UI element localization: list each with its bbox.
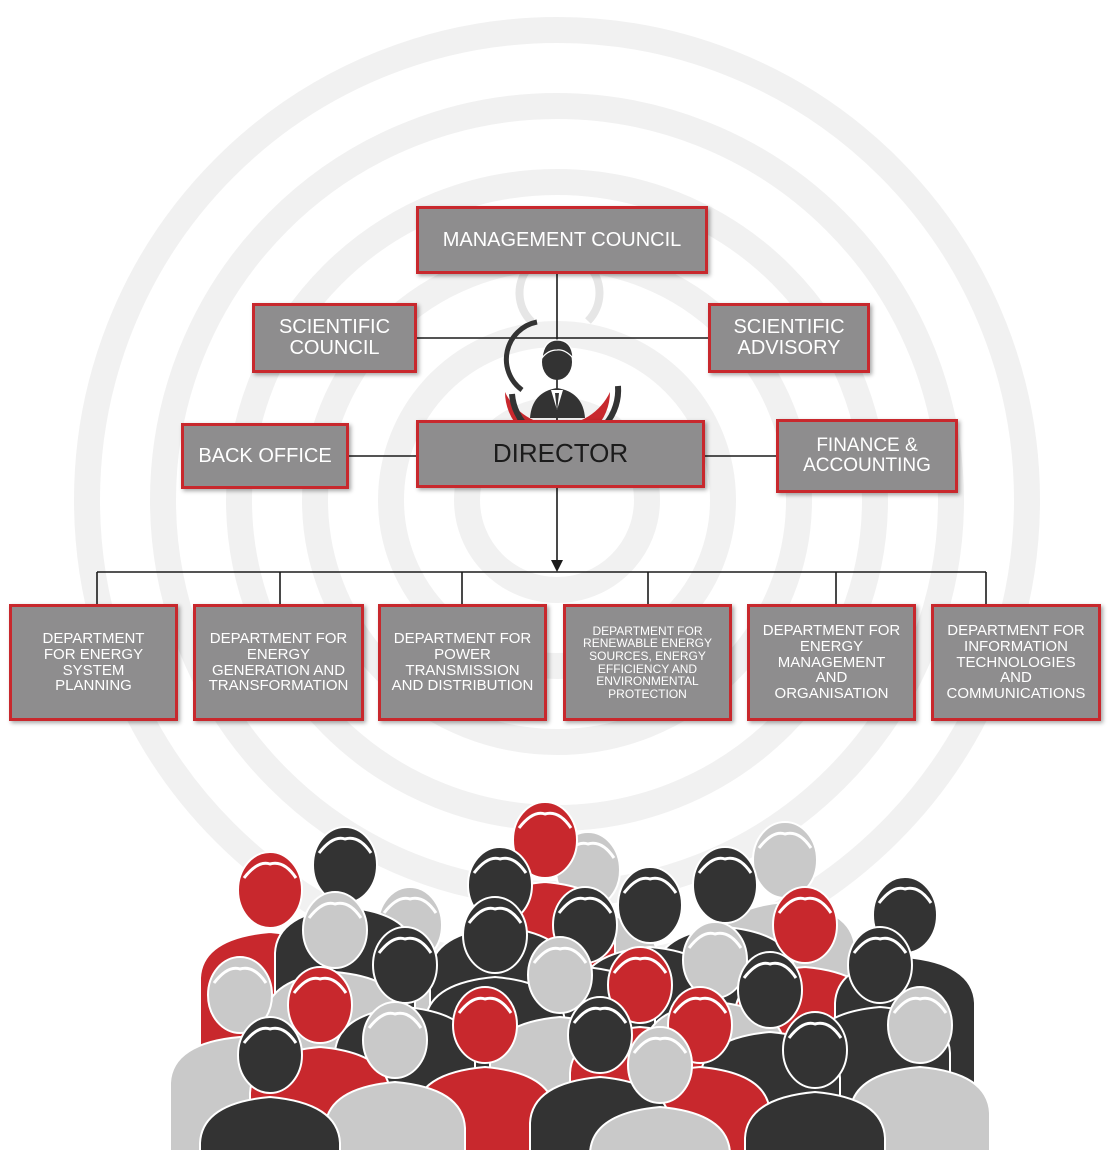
scientific-advisory-box: SCIENTIFIC ADVISORY <box>708 303 870 373</box>
department-box: DEPARTMENT FOR ENERGY GENERATION AND TRA… <box>193 604 364 721</box>
crowd-person <box>849 986 991 1150</box>
scientific-council-label: SCIENTIFIC COUNCIL <box>278 316 391 359</box>
crowd-person <box>199 1016 341 1150</box>
management-council-label: MANAGEMENT COUNCIL <box>442 228 682 251</box>
crowd-person <box>744 1011 886 1150</box>
director-box: DIRECTOR <box>416 420 705 488</box>
department-box: DEPARTMENT FOR INFORMATION TECHNOLOGIES … <box>931 604 1101 721</box>
director-label: DIRECTOR <box>492 438 629 469</box>
department-label: DEPARTMENT FOR RENEWABLE ENERGY SOURCES,… <box>583 623 712 701</box>
finance-accounting-box: FINANCE & ACCOUNTING <box>776 419 958 493</box>
crowd-illustration <box>169 801 991 1150</box>
department-box: DEPARTMENT FOR ENERGY SYSTEM PLANNING <box>9 604 178 721</box>
department-box: DEPARTMENT FOR RENEWABLE ENERGY SOURCES,… <box>563 604 732 721</box>
crowd-person <box>589 1026 731 1150</box>
crowd-person <box>324 1001 466 1150</box>
department-label: DEPARTMENT FOR INFORMATION TECHNOLOGIES … <box>946 622 1086 703</box>
department-label: DEPARTMENT FOR ENERGY SYSTEM PLANNING <box>42 630 145 695</box>
scientific-council-box: SCIENTIFIC COUNCIL <box>252 303 417 373</box>
department-label: DEPARTMENT FOR POWER TRANSMISSION AND DI… <box>391 630 534 695</box>
arrow-head-icon <box>551 560 563 572</box>
connector-lines <box>96 274 987 605</box>
scientific-advisory-label: SCIENTIFIC ADVISORY <box>733 316 845 359</box>
department-label: DEPARTMENT FOR ENERGY MANAGEMENT AND ORG… <box>762 622 901 703</box>
finance-accounting-label: FINANCE & ACCOUNTING <box>803 435 931 476</box>
back-office-label: BACK OFFICE <box>198 444 332 467</box>
management-council-box: MANAGEMENT COUNCIL <box>416 206 708 274</box>
department-box: DEPARTMENT FOR POWER TRANSMISSION AND DI… <box>378 604 547 721</box>
department-label: DEPARTMENT FOR ENERGY GENERATION AND TRA… <box>208 630 349 695</box>
back-office-box: BACK OFFICE <box>181 423 349 489</box>
department-box: DEPARTMENT FOR ENERGY MANAGEMENT AND ORG… <box>747 604 916 721</box>
